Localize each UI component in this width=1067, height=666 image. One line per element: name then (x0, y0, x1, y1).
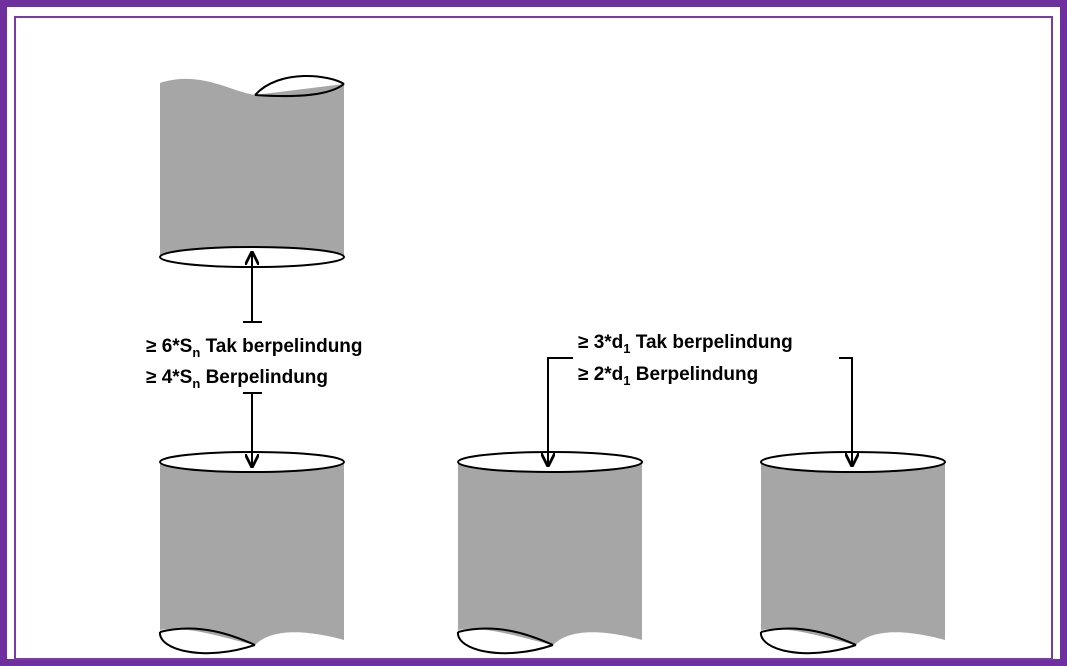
arrow-to-right-pipe (839, 357, 852, 464)
pipe-bottom-right (759, 451, 946, 655)
pipe-bottom-left (158, 451, 345, 655)
right-label-line1: ≥ 3*d1 Tak berpelindung (578, 332, 793, 356)
right-label-line2: ≥ 2*d1 Berpelindung (578, 364, 758, 388)
pipe-body (160, 462, 344, 645)
pipe-body (160, 78, 344, 255)
pipe-body (458, 462, 642, 645)
pipe-bottom-middle (456, 451, 643, 655)
pipe-wavy-top-edge (254, 74, 345, 96)
pipe-wavy-bottom-lip (456, 631, 554, 655)
pipe-top-left (159, 74, 345, 268)
pipe-body (761, 462, 945, 645)
pipe-wavy-top-lip (254, 83, 345, 98)
pipe-top-opening (457, 451, 643, 473)
pipe-wavy-bottom-lip (759, 631, 857, 655)
arrow-to-middle-pipe (548, 357, 573, 464)
left-spacing-dimension (243, 254, 262, 465)
right-spacing-dimension (548, 357, 852, 464)
pipe-wavy-bottom-lip (158, 631, 256, 655)
left-label-line1: ≥ 6*Sn Tak berpelindung (146, 336, 363, 360)
left-label-line2: ≥ 4*Sn Berpelindung (146, 367, 328, 391)
